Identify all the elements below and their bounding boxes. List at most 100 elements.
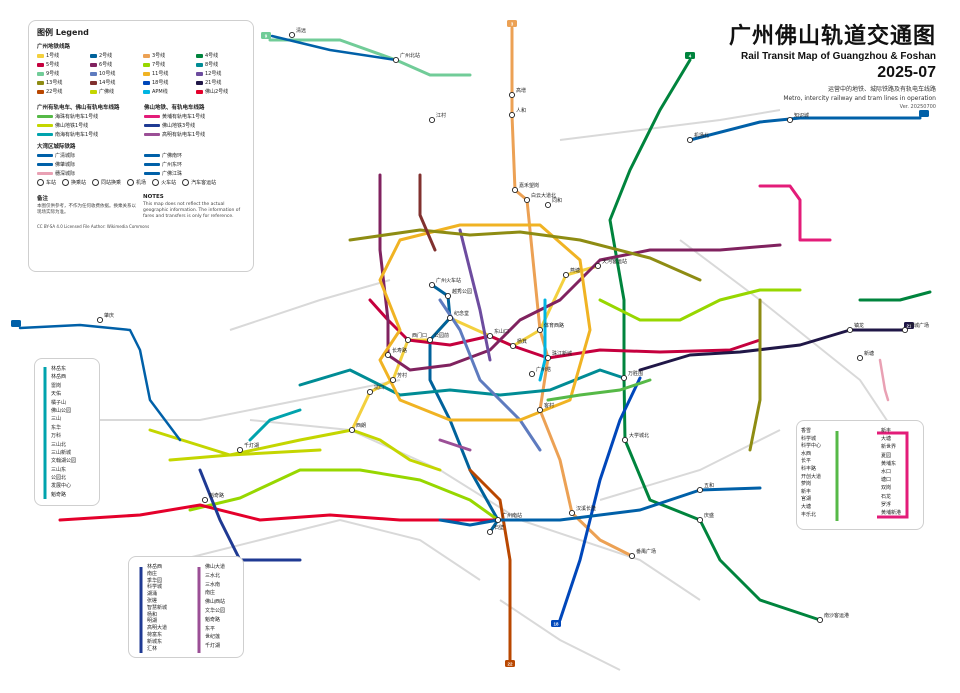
legend-intercity-item: 广州东环 — [144, 161, 245, 168]
station-marker[interactable] — [544, 201, 552, 209]
station-marker[interactable] — [486, 528, 494, 536]
legend-metro-item: 6号线 — [90, 61, 139, 68]
station-marker[interactable] — [494, 516, 502, 524]
station-marker[interactable] — [628, 552, 636, 560]
inset-station-label: 长平 — [801, 458, 812, 465]
station-marker[interactable] — [426, 336, 434, 344]
legend-symbol-label: 换乘站 — [71, 180, 87, 186]
station-label: 番禺广场 — [636, 548, 656, 555]
line-terminal-badge-label: 9 — [265, 34, 268, 39]
station-marker[interactable] — [428, 281, 436, 289]
rail-line-path — [598, 288, 802, 322]
inset-station-label: 万科 — [51, 433, 62, 440]
station-marker[interactable] — [568, 509, 576, 517]
station-marker[interactable] — [528, 370, 536, 378]
station-label: 千灯湖 — [244, 442, 259, 449]
legend-symbol-label: 机场 — [136, 180, 147, 186]
line-terminal-badge — [919, 110, 929, 117]
station-marker[interactable] — [389, 376, 397, 384]
legend-metro-item-swatch — [37, 71, 44, 76]
station-label: 大学城北 — [629, 432, 649, 439]
station-marker[interactable] — [508, 91, 516, 99]
station-marker[interactable] — [786, 116, 794, 124]
station-marker[interactable] — [201, 496, 209, 504]
station-marker[interactable] — [696, 516, 704, 524]
station-marker[interactable] — [446, 314, 454, 322]
legend-tram-item-label: 黄埔有轨电车1号线 — [162, 114, 206, 120]
legend-metro-item: 10号线 — [90, 70, 139, 77]
station-marker[interactable] — [511, 186, 519, 194]
legend-intercity-item-swatch — [37, 154, 53, 157]
station-marker[interactable] — [621, 436, 629, 444]
inset-station-label: 水口 — [881, 468, 892, 475]
inset-station-label: 文华公园 — [205, 607, 226, 614]
station-marker[interactable] — [404, 336, 412, 344]
station-marker[interactable] — [444, 292, 452, 300]
station-marker[interactable] — [236, 446, 244, 454]
station-marker[interactable] — [620, 374, 628, 382]
station-marker[interactable] — [846, 326, 854, 334]
station-marker[interactable] — [594, 262, 602, 270]
station-marker[interactable] — [536, 326, 544, 334]
line-terminal-badge-label: 4 — [689, 54, 692, 59]
inset-station-label: 科丰路 — [801, 465, 817, 472]
legend-metro-item-label: 8号线 — [205, 62, 219, 68]
map-version: Ver. 20250700 — [899, 104, 936, 110]
inset-station-label: 官湖 — [801, 496, 812, 503]
legend-metro-item-swatch — [37, 62, 44, 67]
line-terminal-badge — [505, 660, 515, 667]
station-marker[interactable] — [508, 111, 516, 119]
station-marker[interactable] — [901, 326, 909, 334]
legend-tram-section: 广州有轨电车、佛山有轨电车线路 — [37, 105, 120, 111]
station-marker[interactable] — [392, 56, 400, 64]
station-label: 体育西路 — [544, 322, 564, 329]
station-marker[interactable] — [696, 486, 704, 494]
station-marker[interactable] — [686, 136, 694, 144]
station-label: 珠江新城 — [552, 350, 572, 357]
legend-symbol: 车站 — [37, 179, 56, 186]
legend-metro-item-label: 2号线 — [99, 53, 113, 59]
station-marker[interactable] — [544, 354, 552, 362]
station-marker[interactable] — [523, 196, 531, 204]
line-terminal-badge — [261, 32, 271, 39]
legend-symbol-label: 车站 — [46, 180, 57, 186]
station-marker[interactable] — [536, 406, 544, 414]
station-label: 知识城 — [794, 112, 809, 119]
inset-huangpu-station-list-right: 新丰大塘新世界夏园黄埔东水口塘口双岗石龙罗浮黄埔新港 — [881, 427, 901, 517]
legend-metro-item: 13号线 — [37, 79, 86, 86]
inset-station-label: 新世界 — [881, 444, 897, 451]
line-terminal-badge — [685, 52, 695, 59]
station-marker[interactable] — [856, 354, 864, 362]
rail-line-path — [348, 228, 702, 282]
rail-line-path — [268, 38, 472, 77]
legend-metro-item-swatch — [196, 62, 203, 67]
station-marker[interactable] — [348, 426, 356, 434]
station-marker[interactable] — [562, 271, 570, 279]
station-marker[interactable] — [384, 351, 392, 359]
legend-intercity-item-swatch — [144, 163, 160, 166]
station-marker[interactable] — [428, 116, 436, 124]
legend-metro-item: 广佛线 — [90, 88, 139, 95]
legend-intercity-item-label: 广清城际 — [55, 153, 76, 159]
inset-station-label: 大塘 — [801, 503, 812, 510]
rail-line-path — [188, 468, 500, 522]
legend-intercity-item: 广佛南环 — [144, 152, 245, 159]
inset-station-label: 林岳西 — [147, 564, 163, 570]
station-marker[interactable] — [486, 332, 494, 340]
rail-line-path — [748, 298, 762, 452]
legend-symbol: 汽车客运站 — [182, 179, 216, 186]
station-symbol-icon — [127, 179, 135, 186]
station-marker[interactable] — [96, 316, 104, 324]
legend-intercity-item: 穗深城际 — [37, 170, 138, 177]
legend-intercity-item-label: 佛肇城际 — [55, 162, 76, 168]
license-text: CC BY-SA 4.0 Licensed File Author: Wikim… — [37, 223, 150, 229]
line-terminal-badge-label: 18 — [553, 622, 559, 627]
legend-tram-item-label: 海珠有轨电车1号线 — [55, 114, 99, 120]
station-marker[interactable] — [366, 388, 374, 396]
station-marker[interactable] — [816, 616, 824, 624]
map-note-en: Metro, intercity railway and tram lines … — [783, 95, 936, 102]
station-marker[interactable] — [509, 342, 517, 350]
station-marker[interactable] — [288, 31, 296, 39]
inset-station-label: 新城东 — [147, 638, 163, 645]
legend-metro-item: 佛山2号线 — [196, 88, 245, 95]
